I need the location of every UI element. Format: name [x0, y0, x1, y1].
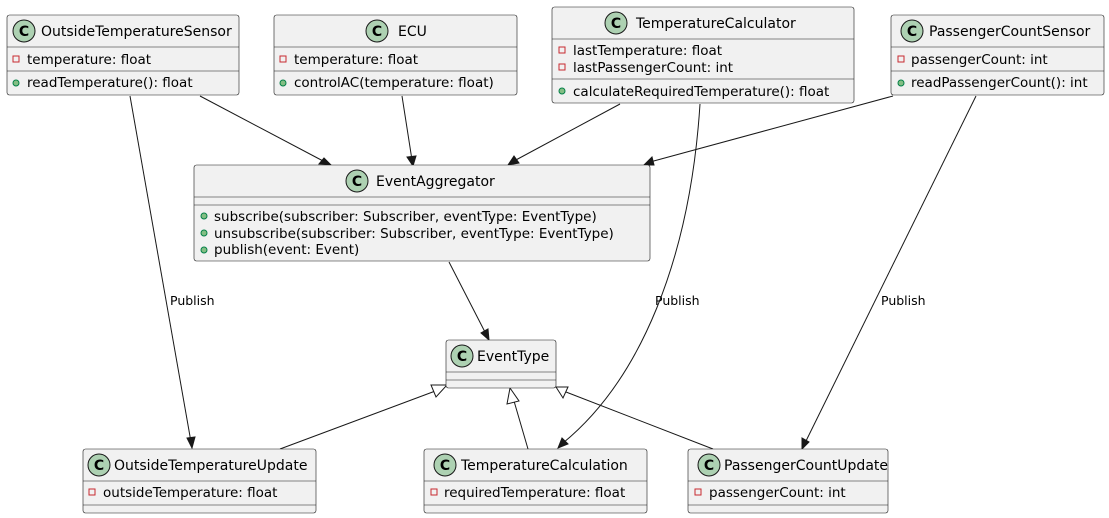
- class-field: passengerCount: int: [709, 485, 846, 501]
- arrowhead: [642, 156, 655, 166]
- class-field: requiredTemperature: float: [444, 485, 625, 501]
- arrowhead: [506, 155, 520, 166]
- edge-label-publish: Publish: [881, 293, 926, 308]
- class-name: TemperatureCalculator: [635, 16, 796, 32]
- class-name: EventAggregator: [376, 174, 495, 190]
- class-passenger-count-update: C PassengerCountUpdate passengerCount: i…: [687, 448, 889, 514]
- edge-passenger-sensor-publish: [804, 95, 977, 444]
- class-field: outsideTemperature: float: [103, 485, 277, 501]
- private-visibility-icon: [558, 46, 566, 54]
- class-badge: [345, 169, 369, 193]
- private-visibility-icon: [694, 488, 702, 496]
- private-visibility-icon: [558, 63, 566, 71]
- generalization-triangle: [506, 386, 520, 405]
- edge-label-publish: Publish: [655, 293, 700, 308]
- class-method: unsubscribe(subscriber: Subscriber, even…: [214, 226, 614, 242]
- public-visibility-icon: [897, 79, 905, 87]
- class-badge: [87, 453, 111, 477]
- class-badge-letter: C: [352, 174, 362, 190]
- class-badge: [697, 453, 721, 477]
- class-badge-letter: C: [611, 16, 621, 32]
- class-outside-temperature-update: C OutsideTemperatureUpdate outsideTemper…: [82, 448, 317, 514]
- arrowhead: [557, 437, 569, 449]
- class-badge: [433, 453, 457, 477]
- edge-calculator-publish: [562, 103, 701, 444]
- class-field: lastPassengerCount: int: [573, 60, 733, 76]
- class-name: ECU: [398, 24, 427, 40]
- public-visibility-icon: [200, 212, 208, 220]
- class-name: OutsideTemperatureUpdate: [114, 458, 307, 474]
- class-badge-letter: C: [372, 24, 382, 40]
- class-event-aggregator: C EventAggregator subscribe(subscriber: …: [193, 164, 651, 262]
- edge-outside-sensor-publish: [129, 95, 192, 443]
- class-method: controlAC(temperature: float): [294, 75, 494, 91]
- class-badge: [365, 19, 389, 43]
- edge-passenger-update-extends: [565, 391, 714, 450]
- edge-temp-calculation-extends: [513, 400, 529, 450]
- class-badge: [450, 344, 474, 368]
- arrowhead: [801, 437, 810, 451]
- arrowhead: [406, 155, 417, 168]
- class-method: readPassengerCount(): int: [911, 75, 1088, 91]
- class-field: temperature: float: [27, 52, 151, 68]
- private-visibility-icon: [88, 488, 96, 496]
- class-badge: [12, 19, 36, 43]
- class-name: PassengerCountUpdate: [724, 458, 888, 474]
- class-badge: [900, 19, 924, 43]
- class-method: publish(event: Event): [214, 242, 359, 258]
- arrowhead: [186, 436, 196, 450]
- class-ecu: C ECU temperature: float controlAC(tempe…: [273, 14, 518, 96]
- class-badge-letter: C: [440, 458, 450, 474]
- private-visibility-icon: [897, 55, 905, 63]
- class-event-type: C EventType: [445, 339, 557, 389]
- edges: Publish Publish Publish: [129, 95, 977, 451]
- class-name: OutsideTemperatureSensor: [41, 24, 232, 40]
- class-badge-letter: C: [907, 24, 917, 40]
- public-visibility-icon: [200, 246, 208, 254]
- edge-outside-update-extends: [279, 389, 439, 450]
- class-badge-letter: C: [19, 24, 29, 40]
- edge-calculator-to-aggregator: [513, 103, 621, 162]
- class-name: PassengerCountSensor: [929, 24, 1091, 40]
- class-outside-temperature-sensor: C OutsideTemperatureSensor temperature: …: [6, 14, 240, 96]
- class-temperature-calculator: C TemperatureCalculator lastTemperature:…: [551, 6, 855, 104]
- class-field: temperature: float: [294, 52, 418, 68]
- class-name: EventType: [477, 349, 549, 365]
- private-visibility-icon: [12, 55, 20, 63]
- arrowhead: [318, 157, 333, 166]
- class-badge-letter: C: [94, 458, 104, 474]
- public-visibility-icon: [279, 79, 287, 87]
- public-visibility-icon: [558, 87, 566, 95]
- private-visibility-icon: [279, 55, 287, 63]
- arrowhead: [480, 328, 490, 342]
- class-method: calculateRequiredTemperature(): float: [573, 84, 829, 100]
- edge-ecu-to-aggregator: [401, 95, 413, 161]
- edge-aggregator-to-eventtype: [448, 261, 487, 335]
- generalization-triangle: [430, 384, 449, 398]
- public-visibility-icon: [200, 229, 208, 237]
- edge-outside-sensor-to-aggregator: [199, 95, 326, 163]
- class-method: readTemperature(): float: [27, 75, 193, 91]
- private-visibility-icon: [430, 488, 438, 496]
- class-field: passengerCount: int: [911, 52, 1048, 68]
- edge-label-publish: Publish: [170, 293, 215, 308]
- class-method: subscribe(subscriber: Subscriber, eventT…: [214, 209, 597, 225]
- class-passenger-count-sensor: C PassengerCountSensor passengerCount: i…: [890, 14, 1105, 96]
- class-field: lastTemperature: float: [573, 43, 722, 59]
- class-badge-letter: C: [704, 458, 714, 474]
- class-badge-letter: C: [457, 349, 467, 365]
- public-visibility-icon: [12, 79, 20, 87]
- generalization-triangle: [555, 386, 569, 400]
- class-badge: [604, 11, 628, 35]
- edge-passenger-sensor-to-aggregator: [649, 95, 894, 163]
- class-temperature-calculation: C TemperatureCalculation requiredTempera…: [423, 448, 648, 514]
- class-name: TemperatureCalculation: [460, 458, 628, 474]
